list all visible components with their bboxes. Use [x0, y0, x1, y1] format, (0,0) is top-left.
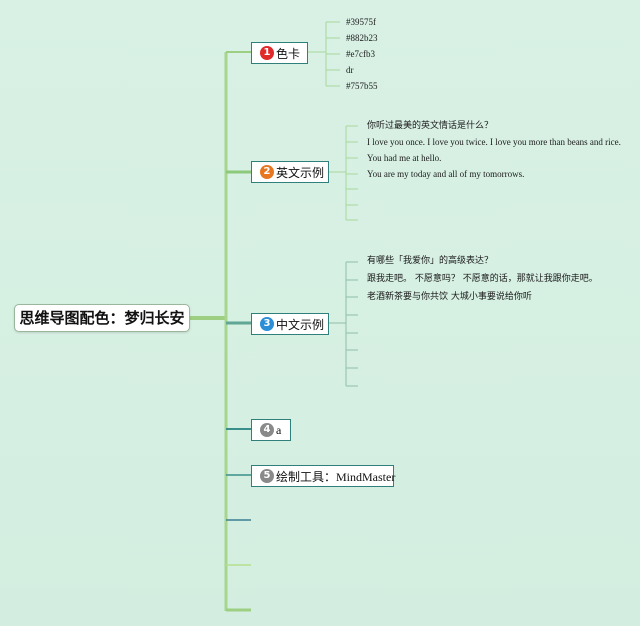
- english-example-4[interactable]: You are my today and all of my tomorrows…: [367, 169, 525, 179]
- topic-label: 色卡: [276, 46, 301, 61]
- topic-number-badge: 1: [260, 46, 274, 60]
- topic-number-badge: 3: [260, 317, 274, 331]
- topic-a[interactable]: 4 a: [251, 419, 291, 441]
- topic-label: a: [276, 422, 282, 437]
- topic-1-leaf-lines: [326, 21, 340, 87]
- english-example-1[interactable]: 你听过最美的英文情话是什么？: [367, 121, 494, 131]
- topic-chinese-examples[interactable]: 3 中文示例: [251, 313, 329, 335]
- topic-english-examples[interactable]: 2 英文示例: [251, 161, 329, 183]
- chinese-example-3[interactable]: 老酒新茶要与你共饮 大城小事要说给你听: [367, 292, 532, 302]
- english-example-3[interactable]: You had me at hello.: [367, 153, 442, 163]
- topic-color-card[interactable]: 1 色卡: [251, 42, 308, 64]
- topic-2-leaf-lines: [346, 125, 358, 221]
- english-example-2[interactable]: I love you once. I love you twice. I lov…: [367, 137, 621, 147]
- color-code-4[interactable]: dr: [346, 65, 354, 75]
- color-code-1[interactable]: #39575f: [346, 17, 376, 27]
- color-code-5[interactable]: #757b55: [346, 81, 378, 91]
- topic-number-badge: 5: [260, 469, 274, 483]
- topic-label: 英文示例: [276, 165, 325, 180]
- topic-label: 中文示例: [276, 317, 325, 332]
- root-topic[interactable]: 思维导图配色：梦归长安: [14, 304, 190, 332]
- color-code-2[interactable]: #882b23: [346, 33, 378, 43]
- topic-label: 绘制工具：MindMaster: [276, 469, 396, 484]
- chinese-example-2[interactable]: 跟我走吧。 不愿意吗？ 不愿意的话，那就让我跟你走吧。: [367, 274, 598, 284]
- topic-3-leaf-lines: [346, 261, 358, 387]
- topic-drawing-tool[interactable]: 5 绘制工具：MindMaster: [251, 465, 396, 487]
- topic-number-badge: 4: [260, 423, 274, 437]
- topic-number-badge: 2: [260, 165, 274, 179]
- chinese-example-1[interactable]: 有哪些「我爱你」的高级表达？: [367, 256, 494, 266]
- color-code-3[interactable]: #e7cfb3: [346, 49, 375, 59]
